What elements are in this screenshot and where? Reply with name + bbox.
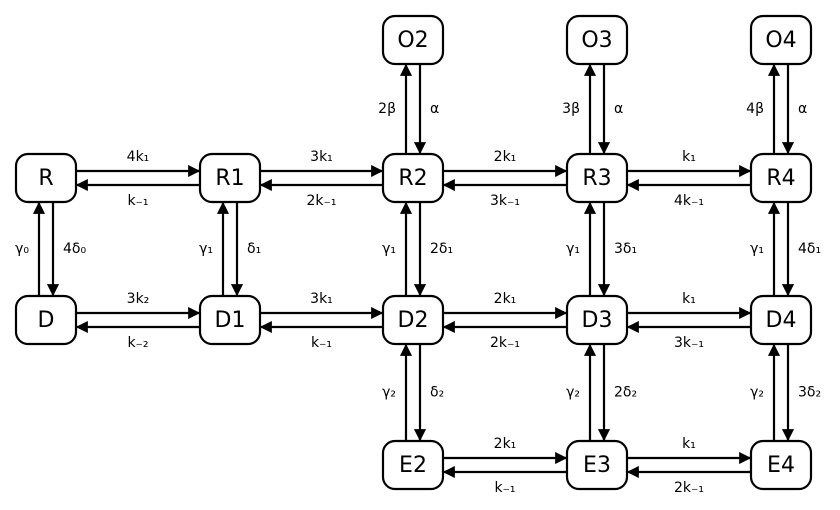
state-node-o3: O3 [565,14,629,66]
state-node-d: D [14,294,78,346]
state-box [198,152,262,204]
state-label: R3 [582,166,611,191]
state-box [198,294,262,346]
state-box [565,294,629,346]
rate-label-d1-to-d: k₋₂ [127,335,148,351]
rate-label-r3-to-r4: k₁ [682,149,696,165]
rate-label-d4-to-d3: 3k₋₁ [674,335,704,351]
transition-arrows [32,63,795,479]
state-box [749,14,813,66]
state-node-o4: O4 [749,14,813,66]
rate-label-r3-to-r2: 3k₋₁ [490,193,520,209]
state-label: E3 [583,453,611,478]
rate-label-d-to-d1: 3k₂ [127,291,150,307]
rate-label-d2-to-e2: δ₂ [430,385,444,401]
rate-label-r4-to-o4: 4β [746,101,764,117]
state-node-e3: E3 [565,439,629,491]
state-label: E4 [767,453,795,478]
state-label: R4 [766,166,795,191]
state-label: E2 [399,453,427,478]
rate-labels: 4k₁ k₋₁ 3k₁ 2k₋₁ 2k₁ 3k₋₁ k₁ 4k₋₁ 3k₂ k₋₂ 3k₁ k₋₁ 2k… [15,101,821,496]
state-box [749,152,813,204]
rate-label-d3-to-d4: k₁ [682,291,696,307]
rate-label-r2-to-d2: 2δ₁ [430,241,453,257]
rate-label-e2-to-d2: γ₂ [382,385,396,401]
rate-label-r-to-r1: 4k₁ [127,149,150,165]
state-label: D [38,308,55,333]
rate-label-o3-to-r3: α [614,101,623,117]
rate-label-r4-to-d4: 4δ₁ [798,241,821,257]
state-node-d1: D1 [198,294,262,346]
rate-label-o4-to-r4: α [798,101,807,117]
rate-label-d1-to-d2: 3k₁ [310,291,333,307]
state-label: D4 [766,308,797,333]
rate-label-r3-to-o3: 3β [562,101,580,117]
rate-label-d3-to-d2: 2k₋₁ [490,335,520,351]
rate-label-d-to-r: γ₀ [15,241,29,257]
rate-label-r1-to-r: k₋₁ [127,193,148,209]
rate-label-d4-to-e4: 3δ₂ [798,385,821,401]
rate-label-d3-to-r3: γ₁ [566,241,580,257]
state-label: R2 [398,166,427,191]
rate-label-r2-to-o2: 2β [378,101,396,117]
state-label: O4 [765,28,796,53]
rate-label-r3-to-d3: 3δ₁ [614,241,637,257]
state-box [749,294,813,346]
rate-label-d4-to-r4: γ₁ [750,241,764,257]
rate-label-r4-to-r3: 4k₋₁ [674,193,704,209]
state-node-r: R [14,152,78,204]
state-node-d4: D4 [749,294,813,346]
state-box [14,294,78,346]
rate-label-d1-to-r1: γ₁ [199,241,213,257]
state-node-r4: R4 [749,152,813,204]
state-label: O3 [581,28,612,53]
state-box [381,152,445,204]
rate-label-r2-to-r1: 2k₋₁ [306,193,336,209]
state-box [565,152,629,204]
rate-label-o2-to-r2: α [430,101,439,117]
rate-label-e3-to-e2: k₋₁ [494,480,515,496]
rate-label-e3-to-d3: γ₂ [566,385,580,401]
state-box [565,14,629,66]
rate-label-r1-to-r2: 3k₁ [310,149,333,165]
rate-label-r1-to-d1: δ₁ [247,241,261,257]
state-node-o2: O2 [381,14,445,66]
rate-label-r2-to-r3: 2k₁ [494,149,517,165]
rate-label-d3-to-e3: 2δ₂ [614,385,637,401]
state-label: O2 [397,28,428,53]
rate-label-d2-to-d1: k₋₁ [311,335,332,351]
state-label: R [38,166,53,191]
state-node-d2: D2 [381,294,445,346]
state-label: D1 [215,308,246,333]
state-label: R1 [215,166,244,191]
state-node-e2: E2 [381,439,445,491]
state-node-r3: R3 [565,152,629,204]
state-node-e4: E4 [749,439,813,491]
state-box [381,439,445,491]
rate-label-e4-to-e3: 2k₋₁ [674,480,704,496]
state-label: D3 [582,308,613,333]
state-node-r2: R2 [381,152,445,204]
rate-label-r-to-d: 4δ₀ [63,241,86,257]
state-box [381,294,445,346]
rate-label-e4-to-d4: γ₂ [750,385,764,401]
state-node-d3: D3 [565,294,629,346]
rate-label-e2-to-e3: 2k₁ [494,436,517,452]
state-box [749,439,813,491]
state-label: D2 [398,308,429,333]
state-node-r1: R1 [198,152,262,204]
state-box [381,14,445,66]
state-box [14,152,78,204]
rate-label-d2-to-d3: 2k₁ [494,291,517,307]
state-box [565,439,629,491]
rate-label-d2-to-r2: γ₁ [382,241,396,257]
rate-label-e3-to-e4: k₁ [682,436,696,452]
